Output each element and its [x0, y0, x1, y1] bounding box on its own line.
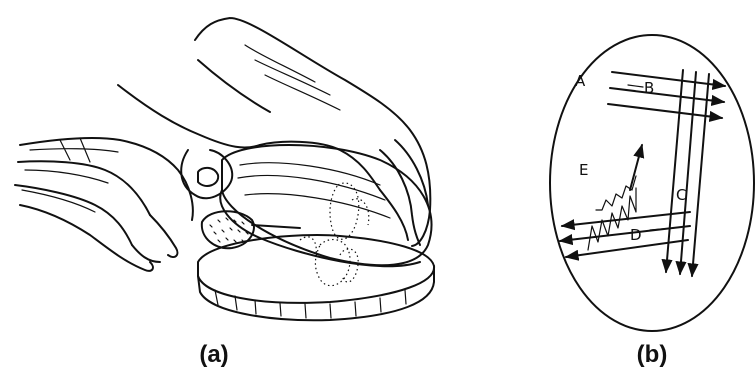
arrow-c-2 [680, 72, 696, 274]
swab-tip [202, 211, 300, 248]
panel-a-illustration [15, 18, 434, 320]
label-b-leader [628, 85, 643, 87]
streak-c-arrows [666, 70, 709, 276]
label-d: D [630, 226, 642, 244]
panel-b-caption: (b) [637, 341, 668, 368]
upper-hand [118, 18, 430, 246]
label-a: A [575, 72, 586, 90]
arrow-c-3 [692, 74, 709, 276]
arrow-e [630, 145, 642, 190]
label-c: C [676, 186, 686, 204]
label-e: E [579, 161, 588, 179]
arrow-d-3 [566, 240, 688, 257]
panel-b-diagram: A B C D E [550, 35, 754, 331]
petri-dish-lid [220, 145, 431, 266]
panel-a-caption: (a) [199, 341, 228, 368]
label-b: B [644, 79, 654, 97]
left-hand [15, 138, 193, 271]
